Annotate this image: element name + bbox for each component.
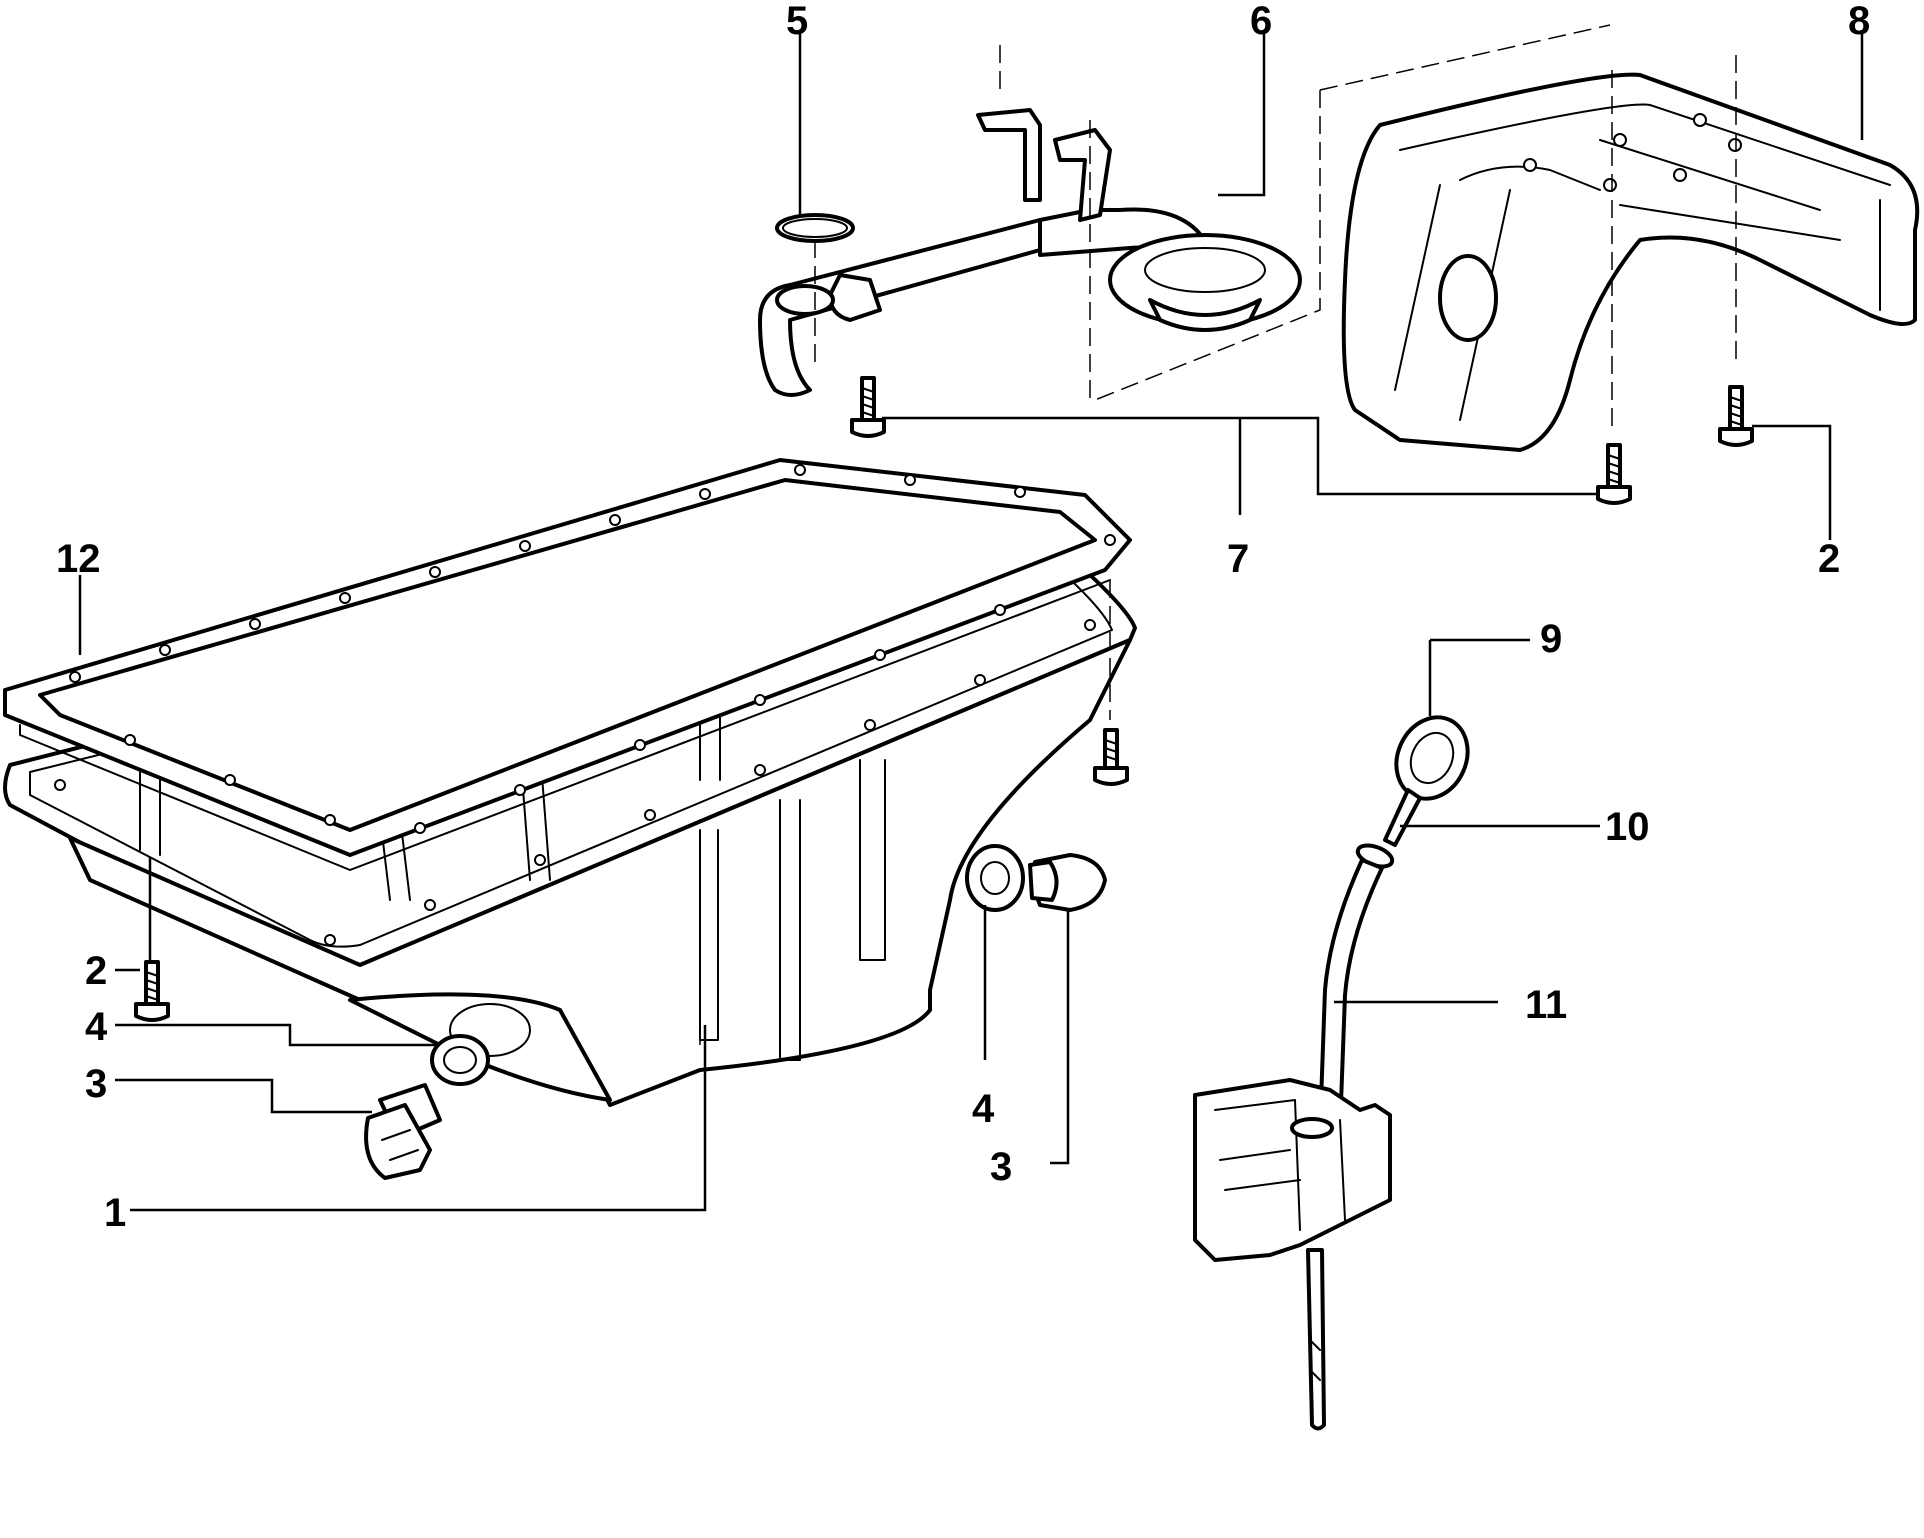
bolt-icon [134,960,170,1022]
callout-3-right: 3 [990,1145,1012,1189]
callout-12: 12 [56,537,101,581]
dipstick-handle [1383,715,1470,847]
callout-10: 10 [1605,805,1650,849]
sealing-washer [430,1034,490,1086]
callout-9: 9 [1540,617,1562,661]
callout-4-left: 4 [85,1005,108,1049]
callout-5: 5 [786,0,808,43]
bolt-icon [850,376,886,438]
callout-2-right: 2 [1818,537,1840,581]
oil-pickup-tube [758,108,1302,397]
alignment-line [1319,24,1611,91]
callout-2-left: 2 [85,949,107,993]
bolt-icon [1596,443,1632,505]
drain-plug [1028,853,1107,912]
alignment-line [1094,90,1321,401]
callout-6: 6 [1250,0,1272,43]
callout-4-right: 4 [972,1087,995,1131]
bolt-icon [1093,728,1129,786]
callout-8: 8 [1848,0,1870,43]
dipstick-tube [1193,858,1392,1431]
oil-pan-gasket [3,458,1132,871]
callout-1: 1 [104,1191,126,1235]
callout-7: 7 [1227,537,1249,581]
callout-11: 11 [1525,983,1567,1027]
leader-lines [78,30,1864,1212]
bolt-icon [1718,385,1754,447]
drain-plug [364,1083,442,1180]
sealing-washer [965,844,1025,912]
baffle-plate [1341,72,1920,452]
callout-3-left: 3 [85,1062,107,1106]
